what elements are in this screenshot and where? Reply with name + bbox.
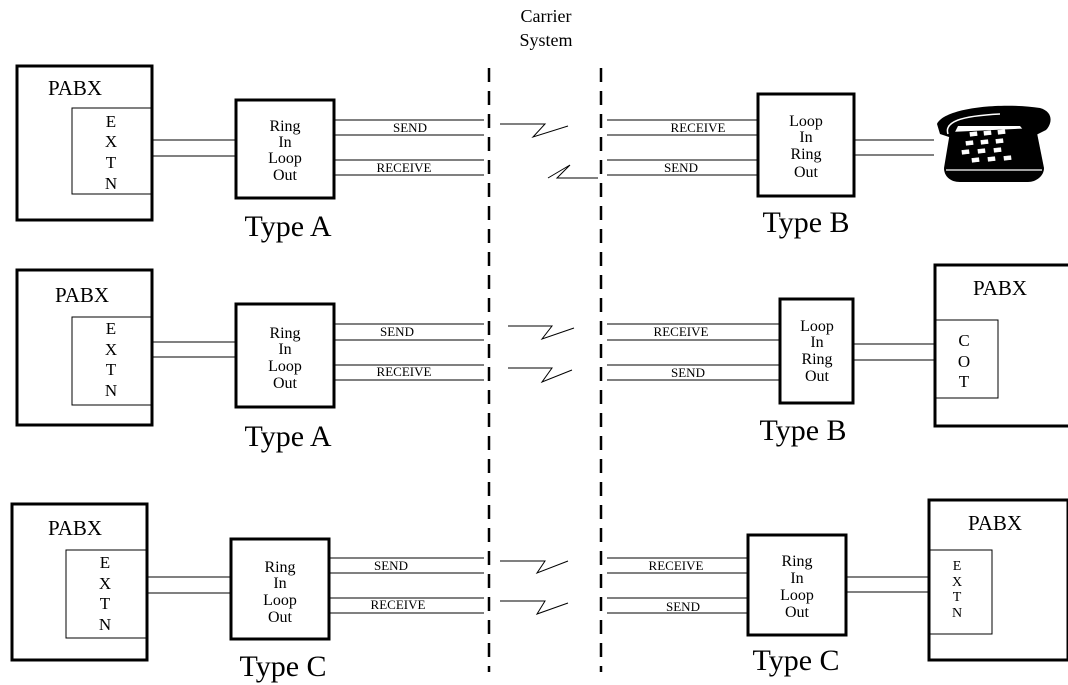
row-1: PABX E X T N Ring In Loop Out Type A SEN… [15,64,1051,243]
svg-text:Loop: Loop [800,318,834,335]
right-pabx: PABX E X T N [927,498,1068,662]
send-label: SEND [393,120,427,135]
svg-text:In: In [799,129,812,146]
extn-box [71,107,153,195]
svg-text:X: X [952,575,962,590]
carrier-system: Carrier System [487,6,603,672]
svg-text:N: N [105,174,117,193]
send-label: SEND [666,599,700,614]
svg-text:Ring: Ring [801,351,832,368]
receive-label: RECEIVE [671,120,726,135]
type-label: Type C [752,644,839,677]
type-label: Type A [244,210,331,243]
receive-label: RECEIVE [654,324,709,339]
right-unit: Ring In Loop Out [746,533,848,637]
pabx-label: PABX [973,276,1027,300]
type-label: Type B [762,206,849,239]
svg-text:Ring: Ring [269,325,300,342]
svg-text:Loop: Loop [268,358,302,375]
svg-text:E: E [953,559,962,574]
svg-text:X: X [105,340,117,359]
right-pabx: PABX C O T [933,263,1068,428]
svg-text:E: E [100,553,110,572]
extn-box [928,549,993,635]
svg-text:T: T [959,372,970,391]
send-label: SEND [664,160,698,175]
svg-text:Out: Out [268,609,293,626]
svg-text:Loop: Loop [263,592,297,609]
send-label: SEND [671,365,705,380]
svg-text:In: In [790,570,803,587]
left-pabx: PABX E X T N [15,268,154,427]
svg-text:Ring: Ring [264,559,295,576]
carrier-link-zigzag [508,367,573,384]
svg-text:X: X [105,132,117,151]
svg-text:Loop: Loop [268,150,302,167]
svg-text:T: T [100,594,111,613]
svg-text:In: In [810,334,823,351]
carrier-link-zigzag [547,164,598,179]
svg-text:Ring: Ring [790,146,821,163]
pabx-label: PABX [55,283,109,307]
left-pabx: PABX E X T N [10,502,149,662]
left-unit: Ring In Loop Out [229,537,331,641]
left-unit: Ring In Loop Out [234,302,336,409]
svg-text:T: T [106,360,117,379]
svg-text:T: T [106,153,117,172]
carrier-link-zigzag [500,600,569,615]
svg-text:In: In [273,575,286,592]
svg-text:Out: Out [805,368,830,385]
svg-text:In: In [278,134,291,151]
right-unit: Loop In Ring Out [756,92,856,198]
svg-text:Out: Out [273,167,298,184]
svg-text:Loop: Loop [780,587,814,604]
receive-label: RECEIVE [377,364,432,379]
carrier-link-zigzag [500,560,569,575]
right-unit: Loop In Ring Out [778,297,855,405]
left-unit: Ring In Loop Out [234,98,336,200]
pabx-label: PABX [968,511,1022,535]
carrier-link-zigzag [500,123,569,139]
type-label: Type A [244,420,331,453]
extn-box [65,549,148,639]
svg-text:N: N [99,615,111,634]
carrier-label-line1: Carrier [521,6,572,26]
svg-text:C: C [958,331,969,350]
row-3: PABX E X T N Ring In Loop Out Type C SEN… [10,498,1068,683]
svg-text:Ring: Ring [781,553,812,570]
send-label: SEND [374,558,408,573]
type-label: Type B [759,414,846,447]
telephone-icon [937,105,1051,182]
svg-text:N: N [105,381,117,400]
svg-text:Ring: Ring [269,118,300,135]
extn-box [71,316,153,406]
left-pabx: PABX E X T N [15,64,154,222]
type-label: Type C [239,650,326,683]
carrier-link-zigzag [508,325,575,341]
svg-text:E: E [106,319,116,338]
cot-box [934,319,999,399]
pabx-label: PABX [48,76,102,100]
svg-text:N: N [952,606,962,621]
pabx-label: PABX [48,516,102,540]
svg-text:Out: Out [785,604,810,621]
svg-text:In: In [278,341,291,358]
svg-text:Out: Out [794,164,819,181]
receive-label: RECEIVE [377,160,432,175]
send-label: SEND [380,324,414,339]
svg-text:E: E [106,112,116,131]
receive-label: RECEIVE [371,597,426,612]
svg-text:Loop: Loop [789,113,823,130]
receive-label: RECEIVE [649,558,704,573]
svg-text:X: X [99,574,111,593]
svg-text:T: T [953,590,962,605]
row-2: PABX E X T N Ring In Loop Out Type A SEN… [15,263,1068,453]
svg-text:Out: Out [273,375,298,392]
svg-text:O: O [958,352,970,371]
carrier-label-line2: System [519,30,572,50]
